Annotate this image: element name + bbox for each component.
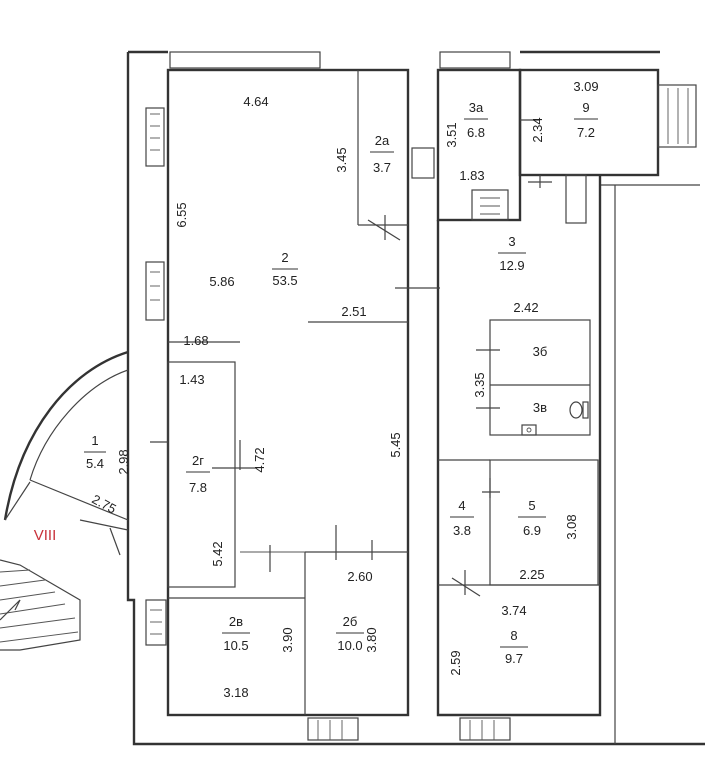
windows: [145, 51, 697, 741]
room-label: 9 7.2: [574, 100, 598, 140]
dimension-label: 2.51: [341, 304, 366, 319]
room-label: 3 12.9: [498, 234, 526, 273]
svg-text:5.4: 5.4: [86, 456, 104, 471]
room-label: 2г 7.8: [186, 453, 210, 495]
walls-left-block: [166, 68, 410, 717]
svg-text:2a: 2a: [375, 133, 390, 148]
dimension-label: 2.25: [519, 567, 544, 582]
svg-text:2: 2: [281, 250, 288, 265]
dimension-label: 3.90: [280, 627, 295, 652]
dimension-label: 1.43: [179, 372, 204, 387]
svg-text:2в: 2в: [229, 614, 243, 629]
dimension-label: 4.64: [243, 94, 268, 109]
svg-text:10.5: 10.5: [223, 638, 248, 653]
dimension-label: 2.60: [347, 569, 372, 584]
door-marks: [150, 119, 552, 597]
room-label: 2в 10.5: [222, 614, 250, 653]
room-label: 2a 3.7: [370, 133, 394, 175]
svg-text:2г: 2г: [192, 453, 204, 468]
svg-text:3.7: 3.7: [373, 160, 391, 175]
walls-right-block: [436, 68, 660, 717]
svg-text:3.8: 3.8: [453, 523, 471, 538]
dimension-label: 4.72: [252, 447, 267, 472]
svg-text:6.8: 6.8: [467, 125, 485, 140]
room-labels: 1 5.4 2 53.5 2a 3.7 2г 7.8 2в 10.5 2б 10…: [84, 100, 598, 666]
dimension-label: 3.45: [334, 147, 349, 172]
dimension-label: 2.34: [530, 117, 545, 142]
svg-text:7.2: 7.2: [577, 125, 595, 140]
room-label: 5 6.9: [518, 498, 546, 538]
section-label: VIII: [34, 527, 57, 544]
dimension-labels: 4.64 6.55 5.86 3.45 2.51 1.68 1.43 4.72 …: [89, 79, 598, 700]
svg-text:4: 4: [458, 498, 465, 513]
curved-entrance: [3, 350, 129, 521]
room-label: 2б 10.0: [336, 614, 364, 653]
svg-text:3a: 3a: [469, 100, 484, 115]
dimension-label: 5.42: [210, 541, 225, 566]
svg-text:3: 3: [508, 234, 515, 249]
svg-text:53.5: 53.5: [272, 273, 297, 288]
room-label: 2 53.5: [272, 250, 298, 288]
room-label: 1 5.4: [84, 433, 106, 471]
svg-text:1: 1: [91, 433, 98, 448]
dimension-label: 5.86: [209, 274, 234, 289]
dimension-label: 2.59: [448, 650, 463, 675]
svg-text:9.7: 9.7: [505, 651, 523, 666]
outer-walls: [126, 50, 705, 746]
svg-text:8: 8: [510, 628, 517, 643]
dimension-label: 3.18: [223, 685, 248, 700]
room-label: 3в: [533, 400, 547, 415]
toilet-icon: [569, 401, 589, 419]
dimension-label: 3.08: [564, 514, 579, 539]
dimension-label: 3.51: [444, 122, 459, 147]
dimension-label: 3.74: [501, 603, 526, 618]
svg-text:9: 9: [582, 100, 589, 115]
svg-text:5: 5: [528, 498, 535, 513]
room-label: 8 9.7: [500, 628, 528, 666]
dimension-label: 3.09: [573, 79, 598, 94]
dimension-label: 2.75: [89, 491, 118, 516]
dimension-label: 6.55: [174, 202, 189, 227]
staircase: [0, 519, 129, 651]
svg-text:6.9: 6.9: [523, 523, 541, 538]
dimension-label: 1.68: [183, 333, 208, 348]
room-label: 3a 6.8: [464, 100, 488, 140]
room-label: 4 3.8: [450, 498, 474, 538]
room-label: 3б: [533, 344, 548, 359]
dimension-label: 1.83: [459, 168, 484, 183]
dimension-label: 3.35: [472, 372, 487, 397]
dimension-label: 5.45: [388, 432, 403, 457]
svg-text:10.0: 10.0: [337, 638, 362, 653]
svg-text:7.8: 7.8: [189, 480, 207, 495]
svg-text:2б: 2б: [343, 614, 358, 629]
dimension-label: 2.98: [116, 449, 131, 474]
dimension-label: 3.80: [364, 627, 379, 652]
svg-text:12.9: 12.9: [499, 258, 524, 273]
sink-icon: [521, 424, 537, 436]
dimension-label: 2.42: [513, 300, 538, 315]
